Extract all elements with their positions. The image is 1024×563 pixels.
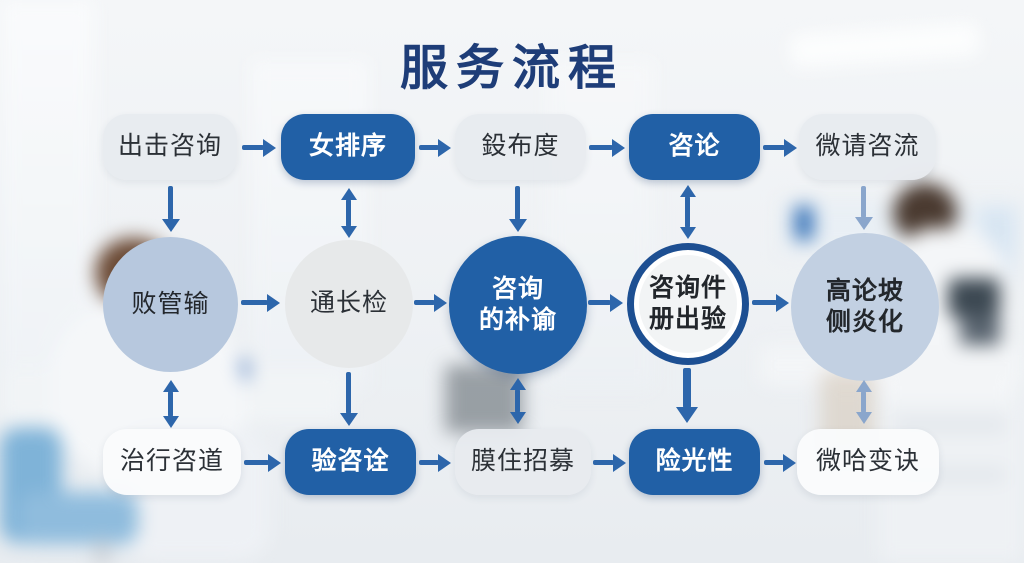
flow-node-bottom-5: 微哈变诀 <box>797 429 939 495</box>
flow-node-bottom-1: 治行咨道 <box>103 429 241 495</box>
chair-post <box>95 540 109 563</box>
flow-node-top-4: 咨论 <box>629 114 760 180</box>
arrow-right-icon <box>593 460 614 465</box>
arrow-right-icon <box>764 460 784 465</box>
arrow-vertical-double-icon <box>168 391 173 417</box>
arrow-down-icon <box>683 368 691 408</box>
flow-node-top-1: 出击咨询 <box>103 114 237 180</box>
flow-node-bottom-2: 验咨诠 <box>285 429 416 495</box>
flow-node-mid-4: 咨询件 册出验 <box>627 243 749 365</box>
flow-node-mid-5: 高论坡 侧炎化 <box>791 233 939 381</box>
flow-node-top-2: 女排序 <box>281 114 415 180</box>
arrow-right-icon <box>419 145 439 150</box>
shelf-item <box>795 206 813 240</box>
flow-node-bottom-4: 险光性 <box>629 429 760 495</box>
arrow-right-icon <box>419 460 439 465</box>
drawer-handle <box>895 470 1005 480</box>
flow-node-top-3: 鈠布度 <box>455 114 586 180</box>
arrow-right-icon <box>242 145 264 150</box>
arrow-vertical-double-icon <box>515 389 520 413</box>
arrow-right-icon <box>241 300 268 305</box>
flow-node-mid-3: 咨询 的补谕 <box>449 236 587 374</box>
arrow-vertical-double-icon <box>346 199 351 227</box>
flow-node-mid-2: 通长检 <box>285 240 413 368</box>
drawer-handle <box>895 420 1005 430</box>
arrow-down-icon <box>515 186 520 220</box>
arrow-right-icon <box>752 300 777 305</box>
arrow-down-icon <box>861 186 866 218</box>
flow-node-bottom-3: 膜住招募 <box>455 429 591 495</box>
arrow-right-icon <box>244 460 269 465</box>
arrow-right-icon <box>763 145 785 150</box>
flow-node-mid-1: 败管输 <box>103 237 238 372</box>
arrow-vertical-double-icon <box>861 391 866 413</box>
arrow-right-icon <box>589 145 613 150</box>
flow-node-top-5: 微请咨流 <box>799 114 936 180</box>
arrow-right-icon <box>588 300 611 305</box>
microscope <box>948 278 1000 318</box>
page-title: 服务流程 <box>399 42 624 95</box>
arrow-down-icon <box>168 186 173 220</box>
arrow-down-icon <box>346 372 351 414</box>
microscope-base <box>960 315 1000 349</box>
chair-seat <box>18 492 138 544</box>
arrow-right-icon <box>414 300 435 305</box>
arrow-vertical-double-icon <box>685 196 690 228</box>
